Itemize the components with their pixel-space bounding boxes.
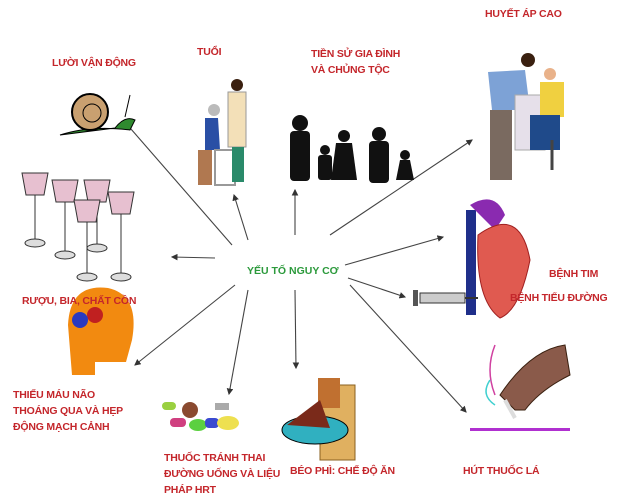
arrows <box>123 120 473 413</box>
family-silhouette-icon <box>290 115 414 183</box>
label-diabetes: BỆNH TIỂU ĐƯỜNG <box>510 290 608 306</box>
arrow-smoking <box>349 284 467 413</box>
arrow-age <box>232 193 249 241</box>
arrow-contraceptive <box>226 289 249 396</box>
label-line: THUỐC TRÁNH THAI <box>164 452 266 464</box>
doctor-measuring-blood-pressure-icon <box>488 53 564 180</box>
heart-icon <box>466 199 531 319</box>
arrow-hypertension <box>329 139 473 236</box>
syringe-icon <box>413 290 478 306</box>
label-line: ĐƯỜNG UỐNG VÀ LIỆU <box>164 468 281 480</box>
arrow-inactivity <box>123 120 233 246</box>
label-line: TUỔI <box>197 46 222 58</box>
pills-icon <box>162 402 239 431</box>
label-line: RƯỢU, BIA, CHẤT CỒN <box>22 295 137 307</box>
label-obesity: BÉO PHÌ: CHẾ ĐỘ ĂN <box>290 463 395 479</box>
label-line: VÀ CHỦNG TỘC <box>311 64 390 76</box>
label-heart: BỆNH TIM <box>549 266 598 282</box>
label-line: BỆNH TIM <box>549 268 599 280</box>
food-and-beer-icon <box>281 378 356 461</box>
label-alcohol: RƯỢU, BIA, CHẤT CỒN <box>22 293 136 309</box>
label-family: TIỀN SỬ GIA ĐÌNH VÀ CHỦNG TỘC <box>311 46 400 78</box>
label-contraceptive: THUỐC TRÁNH THAI ĐƯỜNG UỐNG VÀ LIỆU PHÁP H… <box>164 450 280 498</box>
wine-glasses-icon <box>21 172 135 282</box>
label-age: TUỔI <box>197 44 221 60</box>
label-tia: THIẾU MÁU NÃO THOÁNG QUA VÀ HẸP ĐỘNG MẠCH … <box>13 387 123 435</box>
label-line: HÚT THUỐC LÁ <box>463 465 540 477</box>
arrow-obesity <box>292 289 300 370</box>
hand-cigarette-icon <box>470 344 571 431</box>
head-brain-icon <box>68 287 134 375</box>
label-hypertension: HUYẾT ÁP CAO <box>485 6 562 22</box>
snail-icon <box>59 93 136 136</box>
label-line: BỆNH TIỂU ĐƯỜNG <box>510 292 608 304</box>
arrow-diabetes <box>347 277 407 299</box>
label-line: PHÁP HRT <box>164 484 216 496</box>
center-label: YẾU TỐ NGUY CƠ <box>247 265 339 277</box>
label-smoking: HÚT THUỐC LÁ <box>463 463 540 479</box>
label-line: THIẾU MÁU NÃO <box>13 389 95 401</box>
label-inactivity: LƯỜI VẬN ĐỘNG <box>52 55 136 71</box>
arrow-heart <box>344 235 445 266</box>
elderly-with-walker-icon <box>198 79 247 186</box>
label-line: HUYẾT ÁP CAO <box>485 8 562 20</box>
label-line: TIỀN SỬ GIA ĐÌNH <box>311 48 401 60</box>
label-line: ĐỘNG MẠCH CẢNH <box>13 421 110 433</box>
label-line: LƯỜI VẬN ĐỘNG <box>52 57 136 69</box>
label-line: BÉO PHÌ: CHẾ ĐỘ ĂN <box>290 465 395 477</box>
label-line: THOÁNG QUA VÀ HẸP <box>13 405 123 417</box>
arrow-alcohol <box>170 253 216 261</box>
arrow-tia <box>134 284 236 366</box>
